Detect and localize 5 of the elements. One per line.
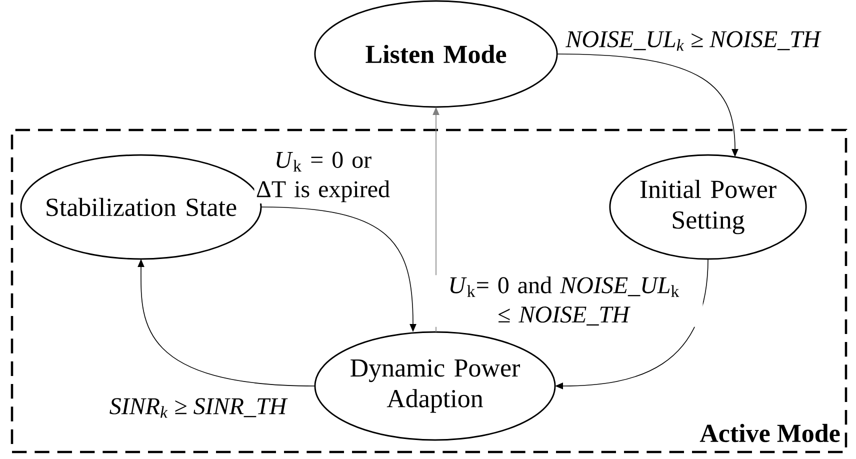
edge-label: NOISE_UL$_{k}$ ≥ NOISE_TH	[564, 30, 822, 52]
edge-label: SINR$_{k}$ ≥ SINR_TH	[108, 396, 288, 420]
edge-label: U$_{k}$ = 0 or ΔT is expired	[254, 150, 392, 204]
edge-label: U$_{k}$= 0 and NOISE_UL$_{k}$ ≤ NOISE_TH	[425, 275, 703, 327]
frame-title: Active Mode	[700, 424, 840, 442]
